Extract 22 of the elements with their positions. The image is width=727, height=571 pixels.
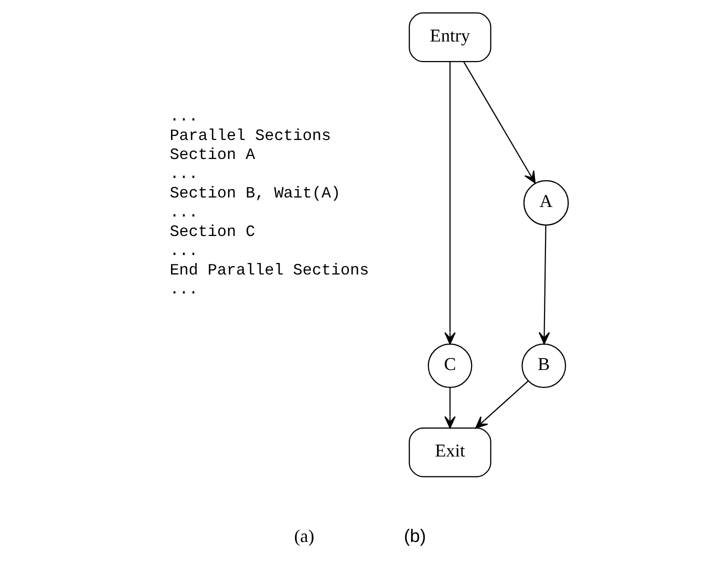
node-box: Entry bbox=[408, 12, 491, 62]
label: ... bbox=[169, 204, 198, 222]
label: (a) bbox=[294, 526, 314, 546]
label: ... bbox=[169, 108, 198, 126]
node-circle: B bbox=[521, 344, 566, 388]
label: Section A bbox=[169, 146, 255, 164]
node-box: Exit bbox=[408, 427, 491, 478]
arrow bbox=[444, 62, 456, 344]
label: (b) bbox=[403, 526, 426, 546]
arrow bbox=[474, 380, 528, 429]
label: End Parallel Sections bbox=[169, 261, 368, 280]
arrow bbox=[462, 62, 536, 184]
label: Parallel Sections bbox=[169, 126, 331, 145]
node-circle: A bbox=[522, 180, 568, 226]
arrow bbox=[444, 388, 456, 428]
label: ... bbox=[169, 242, 198, 260]
arrow bbox=[538, 225, 550, 344]
label: ... bbox=[169, 280, 198, 299]
label: Section C bbox=[169, 222, 255, 241]
node-circle: C bbox=[427, 344, 472, 388]
label: Section B, Wait(A) bbox=[169, 184, 340, 202]
label: ... bbox=[169, 165, 198, 184]
